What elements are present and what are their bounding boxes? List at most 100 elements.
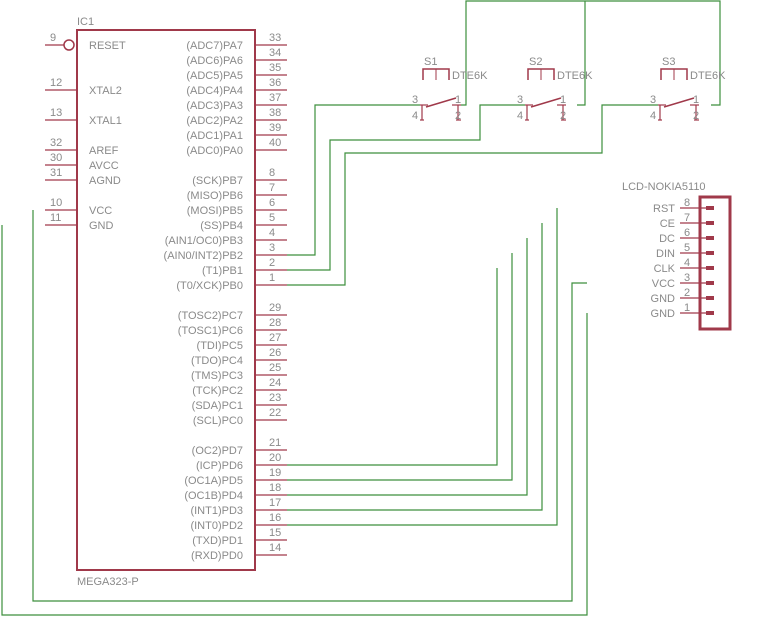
ic-right-pin-label: (TDI)PC5 xyxy=(197,340,243,352)
switch-pin-number: 3 xyxy=(650,94,656,106)
lcd-pin-label: GND xyxy=(651,308,676,320)
switch-pin-number: 2 xyxy=(560,110,566,122)
ic-left-pin-label: RESET xyxy=(89,40,126,52)
ic-right-pin-label: (ADC3)PA3 xyxy=(186,100,243,112)
ic-left-pin-label: GND xyxy=(89,220,114,232)
ic-right-pin-label: (T1)PB1 xyxy=(202,265,243,277)
wire xyxy=(287,104,420,256)
wire xyxy=(287,223,543,511)
ic-right-pin-number: 27 xyxy=(269,332,281,344)
ic-right-pin-label: (AIN0/INT2)PB2 xyxy=(164,250,243,262)
ic-right-pin-number: 6 xyxy=(269,197,275,209)
switch-pin-number: 1 xyxy=(560,94,566,106)
switch-value-label: DTE6K xyxy=(557,70,593,82)
ic-left-pins: 9RESET12XTAL213XTAL132AREF30AVCC31AGND10… xyxy=(45,32,126,232)
wire xyxy=(577,1,586,106)
lcd-pin-label: RST xyxy=(653,203,675,215)
ic-left-pin-label: XTAL1 xyxy=(89,115,122,127)
ic-right-pin-number: 5 xyxy=(269,212,275,224)
ic-right-pin-label: (TOSC2)PC7 xyxy=(178,310,243,322)
ic-right-pin-label: (ADC1)PA1 xyxy=(186,130,243,142)
ic-right-pin-label: (INT1)PD3 xyxy=(190,505,243,517)
lcd-pin-number: 1 xyxy=(684,302,690,314)
ic-right-pin-number: 24 xyxy=(269,377,281,389)
switch-contact xyxy=(663,97,695,108)
ic-right-pin-label: (SCK)PB7 xyxy=(192,175,243,187)
ic-right-pin-label: (MOSI)PB5 xyxy=(187,205,243,217)
ic-right-pin-label: (ADC7)PA7 xyxy=(186,40,243,52)
ic-right-pin-number: 28 xyxy=(269,317,281,329)
ic-right-pin-number: 26 xyxy=(269,347,281,359)
ic-right-pin-label: (ADC2)PA2 xyxy=(186,115,243,127)
switch-value-label: DTE6K xyxy=(690,70,726,82)
ic-right-pin-number: 20 xyxy=(269,452,281,464)
ic-right-pin-label: (TDO)PC4 xyxy=(191,355,243,367)
switch-pin-number: 4 xyxy=(517,110,523,122)
ic-right-pin-number: 37 xyxy=(269,92,281,104)
ic-right-pins: (ADC7)PA733(ADC6)PA634(ADC5)PA535(ADC4)P… xyxy=(164,32,287,562)
ic-left-pin-label: AREF xyxy=(89,145,119,157)
ic-left-pin-label: XTAL2 xyxy=(89,85,122,97)
wire xyxy=(287,268,498,466)
ic-right-pin-number: 38 xyxy=(269,107,281,119)
ic-right-pin-number: 14 xyxy=(269,542,281,554)
ic-right-pin-label: (ADC0)PA0 xyxy=(186,145,243,157)
ic-name-label: IC1 xyxy=(77,16,94,28)
ic-mega323[interactable]: IC1 MEGA323-P 9RESET12XTAL213XTAL132AREF… xyxy=(45,16,287,588)
ic-right-pin-label: (TMS)PC3 xyxy=(191,370,243,382)
ic-right-pin-label: (RXD)PD0 xyxy=(191,550,243,562)
wire xyxy=(32,210,587,602)
ic-right-pin-label: (OC2)PD7 xyxy=(192,445,243,457)
ic-right-pin-label: (ADC6)PA6 xyxy=(186,55,243,67)
switch-pin-number: 4 xyxy=(650,110,656,122)
wire xyxy=(287,208,558,526)
ic-right-pin-label: (TCK)PC2 xyxy=(192,385,243,397)
ic-right-pin-label: (AIN1/OC0)PB3 xyxy=(165,235,243,247)
ic-right-pin-number: 7 xyxy=(269,182,275,194)
ic-left-pin-number: 13 xyxy=(50,107,62,119)
switch-pin-number: 3 xyxy=(412,94,418,106)
lcd-name-label: LCD-NOKIA5110 xyxy=(622,181,706,193)
ic-right-pin-number: 17 xyxy=(269,497,281,509)
ic-left-pin-number: 10 xyxy=(50,197,62,209)
ic-right-pin-number: 8 xyxy=(269,167,275,179)
ic-left-pin-label: VCC xyxy=(89,205,112,217)
ic-right-pin-number: 19 xyxy=(269,467,281,479)
ic-right-pin-number: 36 xyxy=(269,77,281,89)
switch-name-label: S3 xyxy=(662,56,675,68)
ic-left-pin-number: 11 xyxy=(50,212,61,224)
lcd-pin-pad xyxy=(706,266,714,270)
ic-right-pin-label: (TOSC1)PC6 xyxy=(178,325,243,337)
ic-left-pin-label: AGND xyxy=(89,175,121,187)
ic-right-pin-label: (SS)PB4 xyxy=(200,220,243,232)
wire-layer xyxy=(1,0,721,616)
wire xyxy=(287,253,513,481)
ic-right-pin-number: 4 xyxy=(269,227,275,239)
switch-pin-number: 2 xyxy=(455,110,461,122)
switch-contact xyxy=(530,97,562,108)
ic-right-pin-number: 34 xyxy=(269,47,281,59)
lcd-pin-number: 3 xyxy=(684,272,690,284)
ic-right-pin-label: (INT0)PD2 xyxy=(190,520,243,532)
switch-pin-number: 1 xyxy=(455,94,461,106)
ic-body xyxy=(76,29,256,571)
lcd-pin-number: 2 xyxy=(684,287,690,299)
lcd-pin-pad xyxy=(706,296,714,300)
lcd-pin-pad xyxy=(706,311,714,315)
switch-pin-number: 2 xyxy=(693,110,699,122)
ic-left-pin-label: AVCC xyxy=(89,160,119,172)
ic-right-pin-label: (SCL)PC0 xyxy=(193,415,243,427)
lcd-pin-number: 5 xyxy=(684,242,690,254)
lcd-pin-label: DIN xyxy=(656,248,675,260)
lcd-pin-label: GND xyxy=(651,293,676,305)
ic-right-pin-label: (OC1A)PD5 xyxy=(184,475,243,487)
lcd-pin-label: CLK xyxy=(654,263,676,275)
ic-right-pin-label: (OC1B)PD4 xyxy=(184,490,243,502)
ic-right-pin-number: 33 xyxy=(269,32,281,44)
